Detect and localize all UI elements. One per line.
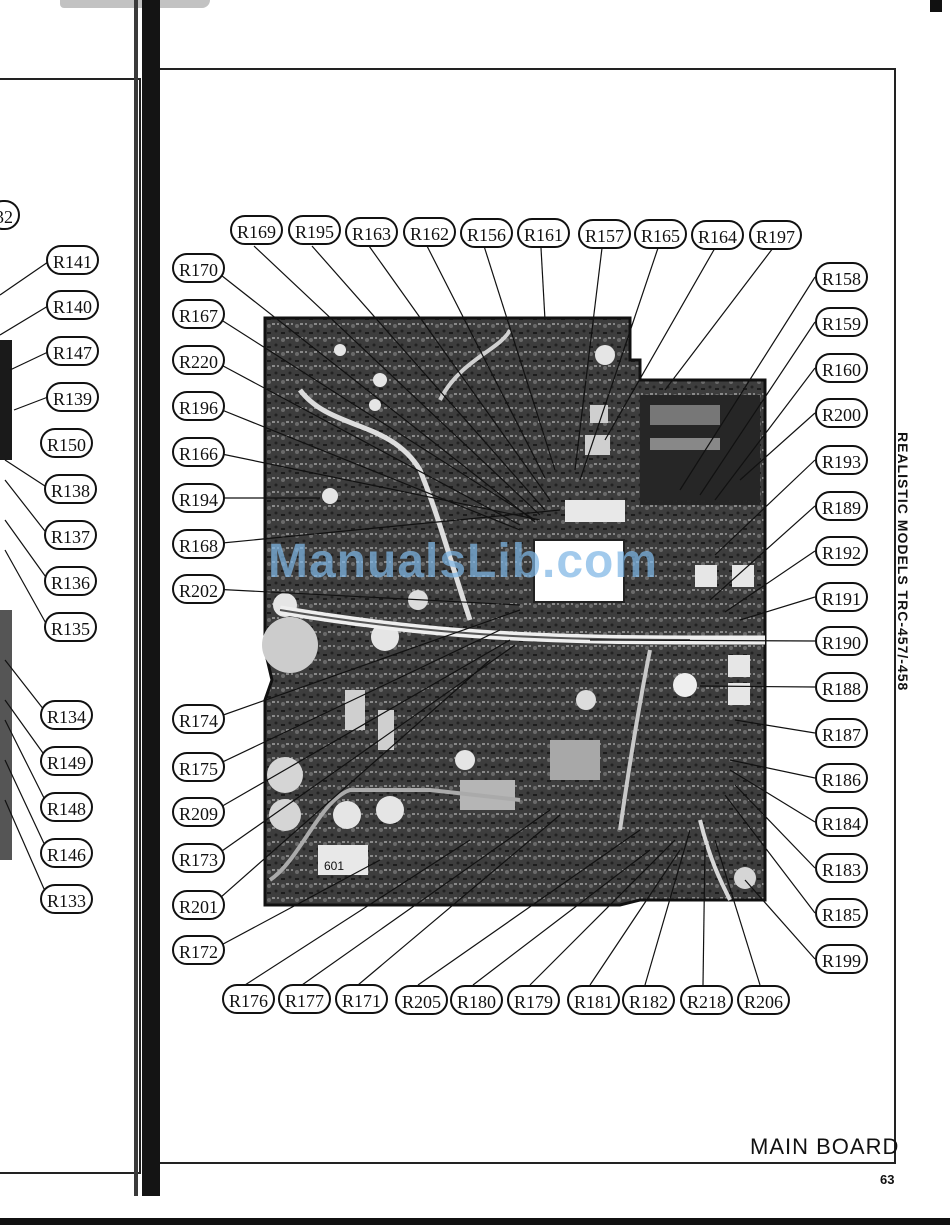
callout-left-page: R139 [46, 382, 100, 412]
callout-top: R161 [517, 218, 571, 248]
callout-top: R157 [578, 219, 632, 249]
callout-right: R160 [815, 353, 869, 383]
callout-right: R159 [815, 307, 869, 337]
callout-top: R162 [403, 217, 457, 247]
callout-right: R200 [815, 398, 869, 428]
callout-left-page: R141 [46, 245, 100, 275]
callout-bottom: R179 [507, 985, 561, 1015]
callout-left: R220 [172, 345, 226, 375]
callout-bottom: R181 [567, 985, 621, 1015]
callout-left: R194 [172, 483, 226, 513]
callout-left-page: R148 [40, 792, 94, 822]
callout-right: R188 [815, 672, 869, 702]
callout-left: R202 [172, 574, 226, 604]
callout-right: R158 [815, 262, 869, 292]
callout-left-page: R149 [40, 746, 94, 776]
left-page-photo-edge [0, 340, 12, 460]
callout-left: R174 [172, 704, 226, 734]
callout-right: R193 [815, 445, 869, 475]
callout-top: R169 [230, 215, 284, 245]
callout-left: R209 [172, 797, 226, 827]
callout-left: R167 [172, 299, 226, 329]
callout-top: R197 [749, 220, 803, 250]
callout-right: R199 [815, 944, 869, 974]
callout-bottom: R218 [680, 985, 734, 1015]
callout-left: R170 [172, 253, 226, 283]
callout-right: R190 [815, 626, 869, 656]
callout-left-page: R133 [40, 884, 94, 914]
callout-left-page: R137 [44, 520, 98, 550]
callout-top: R164 [691, 220, 745, 250]
callout-left: R201 [172, 890, 226, 920]
binding-shadow [134, 0, 138, 1229]
callout-top: R163 [345, 217, 399, 247]
watermark: ManualsLib.com [268, 535, 659, 588]
side-title: REALISTIC MODELS TRC-457/-458 [895, 432, 911, 692]
callout-left: R168 [172, 529, 226, 559]
callout-bottom: R206 [737, 985, 791, 1015]
callout-right: R186 [815, 763, 869, 793]
callout-left-page: 32 [0, 200, 20, 230]
scan-bottom-edge [0, 1196, 950, 1229]
callout-left-page: R147 [46, 336, 100, 366]
callout-right: R183 [815, 853, 869, 883]
callout-left-page: R134 [40, 700, 94, 730]
left-page-photo-edge [0, 610, 12, 860]
board-title: MAIN BOARD [750, 1134, 900, 1159]
callout-top: R195 [288, 215, 342, 245]
scan-corner-mark [930, 0, 942, 12]
callout-bottom: R180 [450, 985, 504, 1015]
callout-top: R165 [634, 219, 688, 249]
callout-right: R185 [815, 898, 869, 928]
callout-left: R175 [172, 752, 226, 782]
callout-right: R187 [815, 718, 869, 748]
book-binding [142, 0, 160, 1229]
page-number: 63 [880, 1172, 895, 1187]
left-page-frame [0, 78, 141, 1174]
callout-left-page: R146 [40, 838, 94, 868]
callout-left-page: R140 [46, 290, 100, 320]
right-page-frame [160, 68, 896, 1164]
callout-left-page: R150 [40, 428, 94, 458]
callout-left-page: R136 [44, 566, 98, 596]
callout-bottom: R176 [222, 984, 276, 1014]
callout-right: R192 [815, 536, 869, 566]
callout-left: R173 [172, 843, 226, 873]
callout-left-page: R135 [44, 612, 98, 642]
callout-bottom: R182 [622, 985, 676, 1015]
callout-bottom: R171 [335, 984, 389, 1014]
callout-left-page: R138 [44, 474, 98, 504]
callout-right: R189 [815, 491, 869, 521]
callout-bottom: R177 [278, 984, 332, 1014]
callout-left: R166 [172, 437, 226, 467]
callout-left: R196 [172, 391, 226, 421]
callout-right: R184 [815, 807, 869, 837]
callout-bottom: R205 [395, 985, 449, 1015]
callout-right: R191 [815, 582, 869, 612]
callout-left: R172 [172, 935, 226, 965]
callout-top: R156 [460, 218, 514, 248]
